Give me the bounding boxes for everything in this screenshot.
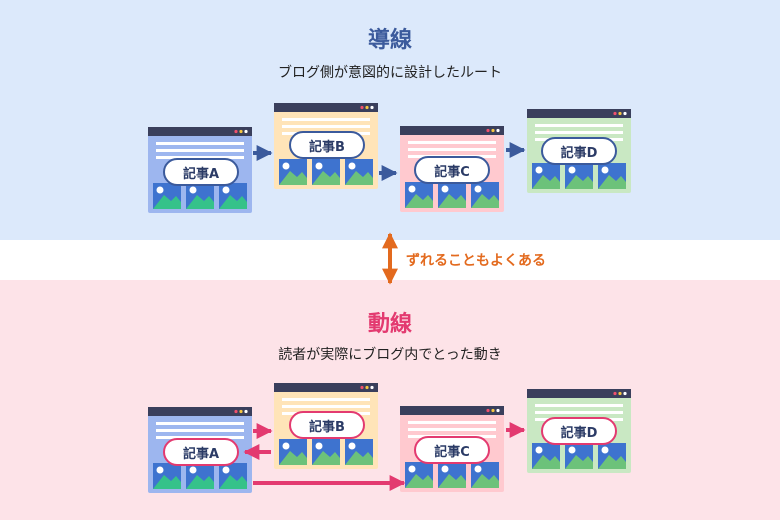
image-thumbnail-icon [565, 163, 593, 189]
window-dot-icon [613, 391, 617, 396]
bottom-article-c-label: 記事C [414, 436, 490, 464]
text-line [282, 405, 370, 408]
text-line [282, 125, 370, 128]
image-thumbnail-icon [532, 443, 560, 469]
window-dot-icon [244, 129, 248, 134]
image-thumbnail-icon [405, 462, 433, 488]
text-line [156, 429, 244, 432]
window-dot-icon [618, 391, 622, 396]
image-thumbnail-icon [405, 182, 433, 208]
window-dot-icon [239, 129, 243, 134]
image-thumbnail-icon [279, 439, 307, 465]
text-line [535, 124, 623, 127]
window-titlebar [274, 103, 378, 112]
window-dot-icon [244, 409, 248, 414]
window-dot-icon [491, 128, 495, 133]
top-article-d-label: 記事D [541, 137, 617, 165]
window-dot-icon [239, 409, 243, 414]
image-thumbnail-icon [312, 439, 340, 465]
image-thumbnail-icon [186, 463, 214, 489]
top-article-a-label: 記事A [163, 158, 239, 186]
top-article-b-label: 記事B [289, 131, 365, 159]
image-thumbnail-icon [565, 443, 593, 469]
image-thumbnail-icon [438, 182, 466, 208]
top-title: 導線 [367, 28, 412, 53]
window-dot-icon [360, 385, 364, 390]
window-dot-icon [623, 391, 627, 396]
window-dot-icon [486, 128, 490, 133]
window-dot-icon [618, 111, 622, 116]
image-thumbnail-icon [438, 462, 466, 488]
image-thumbnail-icon [186, 183, 214, 209]
text-line [156, 436, 244, 439]
image-thumbnail-icon [532, 163, 560, 189]
window-dot-icon [613, 111, 617, 116]
gap-label: ずれることもよくある [406, 253, 546, 269]
text-line [156, 422, 244, 425]
top-article-c-window [400, 126, 504, 212]
text-line [408, 428, 496, 431]
bottom-article-d-label: 記事D [541, 417, 617, 445]
image-thumbnail-icon [598, 443, 626, 469]
bottom-article-b-label: 記事B [289, 411, 365, 439]
window-titlebar [527, 109, 631, 118]
window-titlebar [148, 407, 252, 416]
image-thumbnail-icon [598, 163, 626, 189]
text-line [408, 421, 496, 424]
window-dot-icon [623, 111, 627, 116]
window-dot-icon [370, 385, 374, 390]
window-dot-icon [496, 408, 500, 413]
image-thumbnail-icon [219, 183, 247, 209]
window-titlebar [400, 126, 504, 135]
window-dot-icon [234, 129, 238, 134]
image-thumbnail-icon [471, 182, 499, 208]
text-line [156, 156, 244, 159]
image-thumbnail-icon [471, 462, 499, 488]
window-dot-icon [491, 408, 495, 413]
text-line [282, 398, 370, 401]
top-subtitle: ブログ側が意図的に設計したルート [278, 65, 502, 81]
bottom-article-d-window [527, 389, 631, 473]
bottom-article-a-label: 記事A [163, 438, 239, 466]
window-titlebar [148, 127, 252, 136]
window-titlebar [274, 383, 378, 392]
image-thumbnail-icon [219, 463, 247, 489]
bottom-title: 動線 [367, 312, 412, 337]
window-dot-icon [234, 409, 238, 414]
text-line [535, 404, 623, 407]
image-thumbnail-icon [312, 159, 340, 185]
window-dot-icon [486, 408, 490, 413]
image-thumbnail-icon [279, 159, 307, 185]
image-thumbnail-icon [153, 463, 181, 489]
window-dot-icon [370, 105, 374, 110]
bottom-subtitle: 読者が実際にブログ内でとった動き [278, 347, 502, 363]
text-line [156, 149, 244, 152]
text-line [408, 148, 496, 151]
image-thumbnail-icon [345, 439, 373, 465]
window-dot-icon [496, 128, 500, 133]
text-line [156, 142, 244, 145]
top-article-c-label: 記事C [414, 156, 490, 184]
top-article-a-window [148, 127, 252, 213]
top-section-background [0, 0, 780, 240]
window-titlebar [400, 406, 504, 415]
text-line [282, 118, 370, 121]
window-dot-icon [360, 105, 364, 110]
image-thumbnail-icon [345, 159, 373, 185]
image-thumbnail-icon [153, 183, 181, 209]
text-line [408, 141, 496, 144]
window-titlebar [527, 389, 631, 398]
text-line [535, 411, 623, 414]
text-line [535, 131, 623, 134]
window-dot-icon [365, 385, 369, 390]
window-dot-icon [365, 105, 369, 110]
